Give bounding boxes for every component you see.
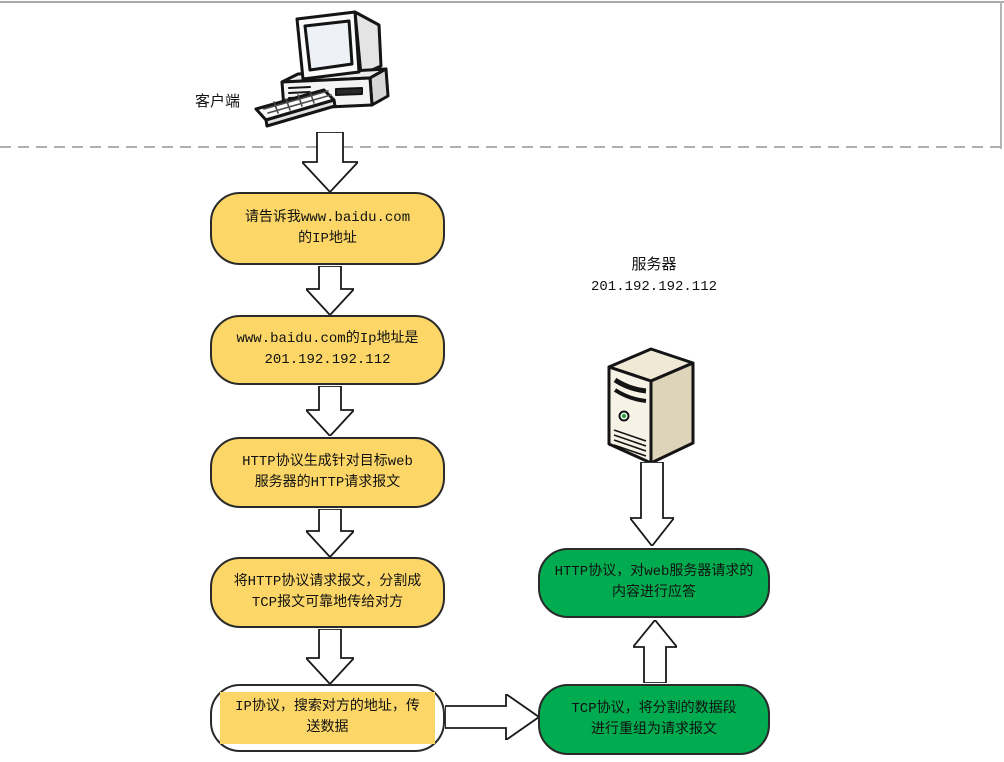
step-tcp-split-label: 将HTTP协议请求报文，分割成 TCP报文可靠地传给对方 bbox=[233, 573, 422, 611]
arrow-tcp-split-to-ip-send bbox=[306, 629, 354, 684]
arrow-dns-answer-to-http-request bbox=[306, 386, 354, 436]
server-ip: 201.192.192.112 bbox=[590, 279, 718, 295]
step-ip-send: IP协议，搜索对方的地址，传 送数据 bbox=[210, 684, 445, 752]
step-tcp-reassemble: TCP协议，将分割的数据段 进行重组为请求报文 bbox=[538, 684, 770, 755]
step-ip-send-label: IP协议，搜索对方的地址，传 送数据 bbox=[235, 699, 420, 736]
client-label: 客户端 bbox=[195, 93, 241, 110]
step-tcp-reassemble-label: TCP协议，将分割的数据段 进行重组为请求报文 bbox=[571, 700, 737, 738]
step-http-request: HTTP协议生成针对目标web 服务器的HTTP请求报文 bbox=[210, 437, 445, 508]
server-label: 服务器 bbox=[631, 256, 677, 273]
step-dns-answer: www.baidu.com的Ip地址是 201.192.192.112 bbox=[210, 315, 445, 385]
step-dns-query: 请告诉我www.baidu.com 的IP地址 bbox=[210, 192, 445, 265]
step-dns-answer-label: www.baidu.com的Ip地址是 201.192.192.112 bbox=[236, 331, 419, 368]
step-http-request-label: HTTP协议生成针对目标web 服务器的HTTP请求报文 bbox=[242, 453, 413, 491]
client-computer-icon bbox=[252, 6, 402, 132]
page-right-border bbox=[1000, 1, 1002, 149]
arrow-http-request-to-tcp-split bbox=[306, 509, 354, 557]
step-tcp-split: 将HTTP协议请求报文，分割成 TCP报文可靠地传给对方 bbox=[210, 557, 445, 628]
step-http-response: HTTP协议，对web服务器请求的 内容进行应答 bbox=[538, 548, 770, 618]
arrow-tcp-reassemble-to-http-response bbox=[633, 620, 677, 683]
page-top-border bbox=[0, 1, 1004, 3]
arrow-client-to-dns-query bbox=[302, 132, 358, 192]
arrow-server-to-http-response bbox=[630, 462, 674, 546]
page-break-dashed-line bbox=[0, 146, 1004, 148]
server-tower-icon bbox=[600, 342, 700, 466]
arrow-ip-send-to-tcp-reassemble bbox=[445, 694, 539, 740]
arrow-dns-query-to-dns-answer bbox=[306, 266, 354, 315]
step-http-response-label: HTTP协议，对web服务器请求的 内容进行应答 bbox=[554, 564, 754, 601]
step-dns-query-label: 请告诉我www.baidu.com 的IP地址 bbox=[244, 209, 411, 247]
server-caption: 服务器 201.192.192.112 bbox=[538, 254, 770, 298]
step-ip-send-highlight: IP协议，搜索对方的地址，传 送数据 bbox=[220, 692, 435, 744]
